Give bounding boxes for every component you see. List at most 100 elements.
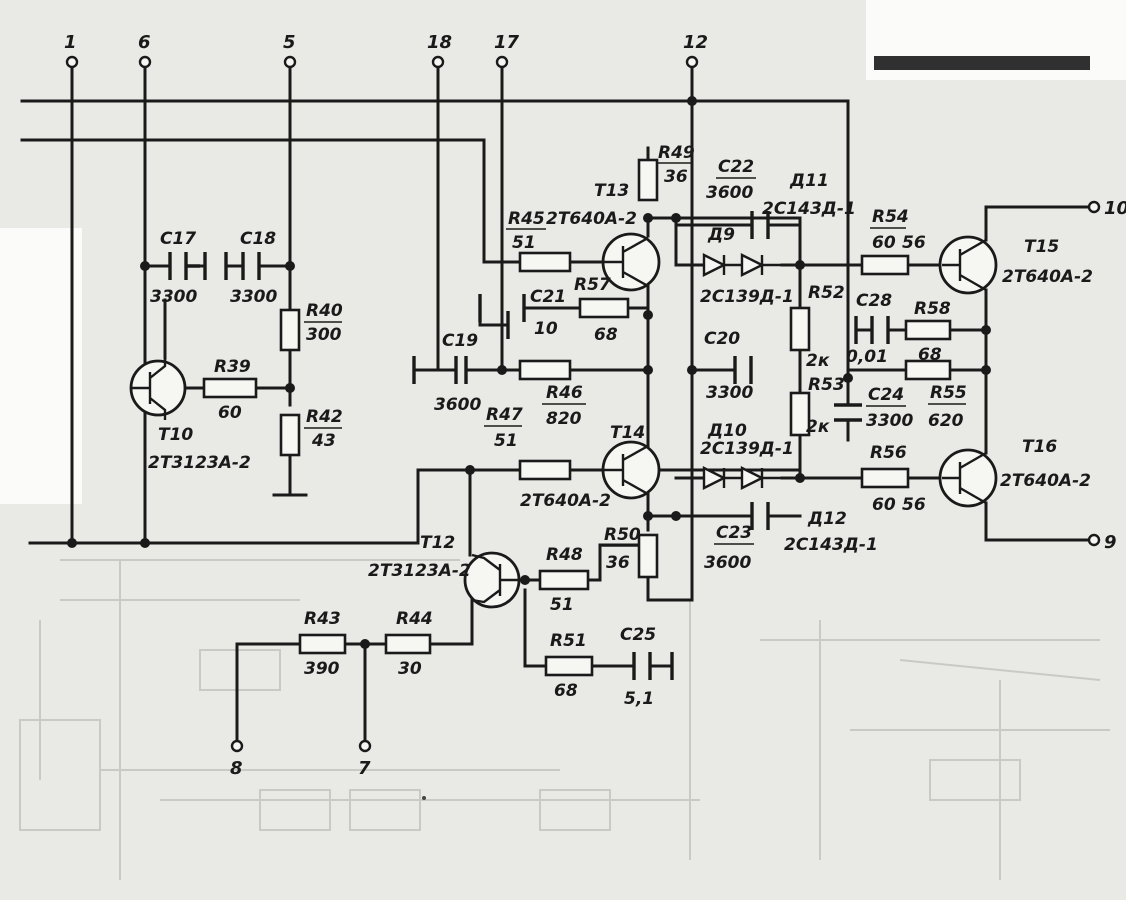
c17-name: C17: [160, 229, 196, 249]
t16-type: 2T640A-2: [1000, 471, 1091, 491]
d9-type: 2С139Д-1: [700, 287, 794, 307]
r42-value: 43: [311, 431, 336, 451]
transistor-t15: [938, 235, 998, 295]
resistor-labels: R39 60 R40 300 R42 43 R43 390 R44 30 R45…: [214, 143, 967, 701]
d11-type: 2С143Д-1: [762, 199, 856, 219]
d11-name: Д11: [789, 171, 829, 191]
r58-value: 68: [918, 345, 942, 365]
r54-value: 60: [872, 233, 896, 253]
r43-name: R43: [304, 609, 341, 629]
resistor-r54: [860, 254, 910, 276]
r47-value: 51: [494, 431, 518, 451]
c19-name: C19: [442, 331, 478, 351]
r45-value: 51: [512, 233, 536, 253]
diodes: [702, 253, 782, 490]
r49-value: 36: [664, 167, 688, 187]
resistor-r47: [518, 459, 572, 481]
resistors: [202, 158, 952, 677]
diode-d10: [702, 466, 782, 490]
cropped-title-fragment: [874, 56, 1090, 70]
r47-name: R47: [486, 405, 523, 425]
c25-name: C25: [620, 625, 656, 645]
t15-type: 2T640A-2: [1002, 267, 1093, 287]
terminal-1: [65, 55, 79, 69]
terminal-7: [358, 739, 372, 753]
r54-note: 56: [902, 233, 926, 253]
transistor-t14: [601, 440, 661, 500]
d12-name: Д12: [807, 509, 847, 529]
t15-name: T15: [1024, 237, 1059, 257]
r40-value: 300: [306, 325, 342, 345]
r39-value: 60: [218, 403, 242, 423]
t16-name: T16: [1022, 437, 1057, 457]
c23-value: 3600: [704, 553, 751, 573]
transistors: [129, 232, 998, 609]
pin-label-17: 17: [494, 32, 520, 53]
capacitor-c18: [224, 252, 261, 280]
d10-name: Д10: [707, 421, 747, 441]
r55-name: R55: [930, 383, 967, 403]
paper-patch: [0, 228, 82, 504]
c24-name: C24: [868, 385, 904, 405]
r50-name: R50: [604, 525, 641, 545]
r52-value: 2к: [806, 351, 830, 371]
resistor-r58: [904, 319, 952, 341]
r51-value: 68: [554, 681, 578, 701]
resistor-r45: [518, 251, 572, 273]
terminal-6: [138, 55, 152, 69]
r39-name: R39: [214, 357, 251, 377]
pin-label-6: 6: [138, 32, 151, 53]
t10-type: 2T3123A-2: [148, 453, 251, 473]
capacitor-c24: [834, 403, 862, 422]
capacitor-c28: [854, 316, 890, 344]
resistor-r48: [538, 569, 590, 591]
t10-name: T10: [158, 425, 193, 445]
c18-name: C18: [240, 229, 276, 249]
capacitor-c22: [750, 211, 770, 239]
r46-name: R46: [546, 383, 583, 403]
r56-name: R56: [870, 443, 907, 463]
resistor-r56: [860, 467, 910, 489]
pin-label-7: 7: [358, 758, 371, 779]
c28-value: 0,01: [846, 347, 888, 367]
pin-label-1: 1: [64, 32, 77, 53]
capacitor-c20: [733, 356, 753, 384]
terminal-18: [431, 55, 445, 69]
c23-name: C23: [716, 523, 752, 543]
d9-name: Д9: [707, 225, 735, 245]
t14-type: 2T640A-2: [520, 491, 611, 511]
junctions: [67, 96, 991, 649]
resistor-r53: [789, 391, 811, 437]
transistor-t13: [601, 232, 661, 292]
terminal-9: [1087, 533, 1101, 547]
resistor-r57: [578, 297, 630, 319]
resistor-r43: [298, 633, 347, 655]
terminal-12: [685, 55, 699, 69]
r44-name: R44: [396, 609, 433, 629]
transistor-t12: [463, 551, 521, 609]
terminal-8: [230, 739, 244, 753]
capacitor-labels: C17 3300 C18 3300 C19 3600 C20 3300 C21 …: [150, 157, 913, 709]
resistor-r44: [384, 633, 432, 655]
resistor-r49: [637, 158, 659, 202]
r46-value: 820: [546, 409, 582, 429]
r49-name: R49: [658, 143, 695, 163]
scan-speck: [422, 796, 426, 800]
r40-name: R40: [306, 301, 343, 321]
c24-value: 3300: [866, 411, 913, 431]
transistor-labels: T10 2T3123A-2 T12 2T3123A-2 T13 2T640A-2…: [148, 181, 1093, 581]
capacitors: [168, 211, 890, 680]
scan-background: [19, 559, 1110, 880]
resistor-r51: [544, 655, 594, 677]
resistor-r52: [789, 306, 811, 352]
resistor-r39: [202, 377, 258, 399]
pin-label-8: 8: [230, 758, 243, 779]
pin-label-9: 9: [1104, 532, 1117, 553]
terminal-17: [495, 55, 509, 69]
t12-type: 2T3123A-2: [368, 561, 471, 581]
resistor-r40: [279, 308, 301, 352]
pin-label-18: 18: [427, 32, 452, 53]
pin-labels: 1 6 5 18 17 12 10 9 8 7: [64, 32, 1126, 779]
resistor-r50: [637, 533, 659, 579]
